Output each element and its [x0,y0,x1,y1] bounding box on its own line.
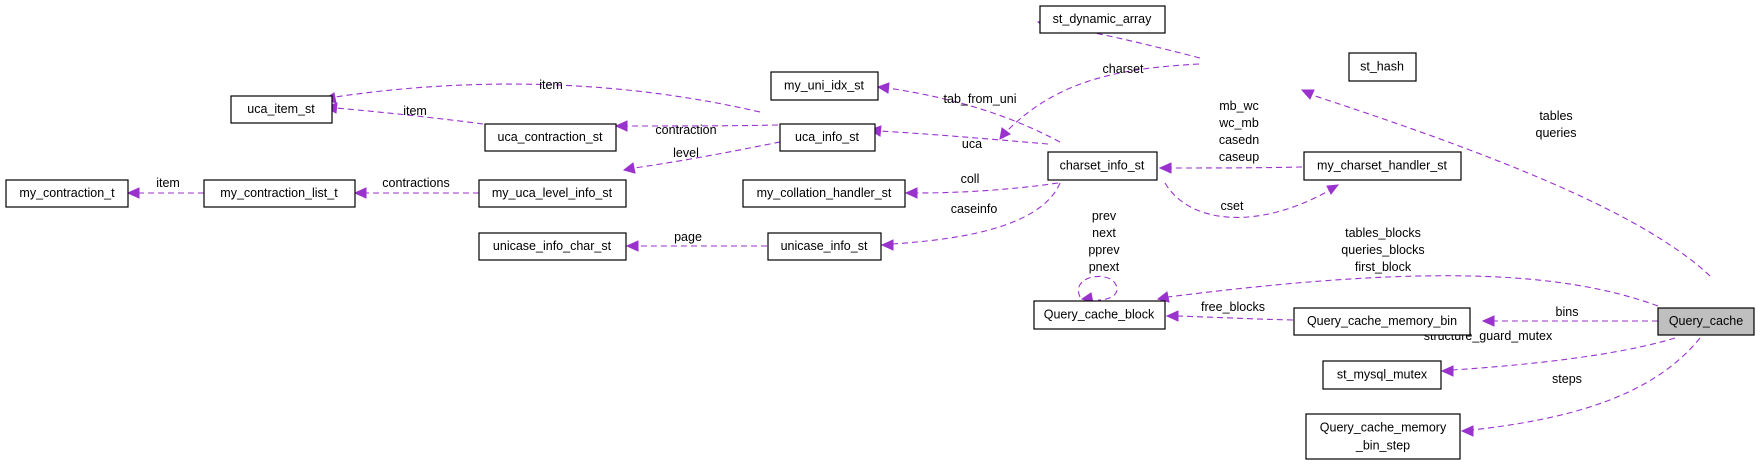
node-st-dynamic-array[interactable]: st_dynamic_array [1039,5,1166,34]
nodes: st_dynamic_array st_hash uca_item_st my_… [5,5,1755,460]
svg-text:uca_info_st: uca_info_st [795,130,859,144]
edge-structure-guard-mutex [1440,337,1676,377]
node-query-cache-block[interactable]: Query_cache_block [1033,300,1166,330]
edge-tab-from-uni [876,82,1061,143]
label-tab-from-uni: tab_from_uni [944,92,1017,106]
node-unicase-info-char-st[interactable]: unicase_info_char_st [478,232,627,261]
label-prev: prev [1092,209,1117,223]
edge-uca [868,125,1049,145]
svg-text:unicase_info_char_st: unicase_info_char_st [493,239,612,253]
edge-coll [904,182,1059,199]
edge-page [625,240,768,252]
label-queries-blocks: queries_blocks [1341,243,1424,257]
label-caseinfo: caseinfo [951,202,998,216]
edge-contraction [614,120,779,132]
label-mb-wc: mb_wc [1219,99,1259,113]
label-tables: tables [1539,109,1572,123]
label-first-block: first_block [1355,260,1412,274]
label-bins: bins [1556,305,1579,319]
edge-caseinfo [880,182,1061,251]
node-st-hash[interactable]: st_hash [1348,52,1417,82]
label-queries: queries [1536,126,1577,140]
label-charset: charset [1103,62,1145,76]
label-cset: cset [1221,199,1244,213]
edge-self-loop [1077,276,1118,304]
label-pnext: pnext [1089,260,1120,274]
svg-text:charset_info_st: charset_info_st [1060,158,1145,172]
node-uca-info-st[interactable]: uca_info_st [779,123,876,152]
label-steps: steps [1552,372,1582,386]
node-uca-item-st[interactable]: uca_item_st [230,95,333,124]
node-uca-contraction-st[interactable]: uca_contraction_st [484,123,617,152]
edge-item-contraction [126,187,204,199]
label-level: level [673,146,699,160]
svg-text:Query_cache: Query_cache [1669,314,1743,328]
label-free-blocks: free_blocks [1201,300,1265,314]
node-query-cache-memory-bin[interactable]: Query_cache_memory_bin [1293,307,1471,336]
edge-steps [1460,337,1701,437]
edge-charset [999,63,1200,140]
svg-text:my_uca_level_info_st: my_uca_level_info_st [492,186,613,200]
label-contractions: contractions [382,176,449,190]
edge-cset [1164,182,1340,218]
node-unicase-info-st[interactable]: unicase_info_st [767,232,882,261]
svg-text:my_contraction_t: my_contraction_t [19,186,115,200]
label-uca: uca [962,137,982,151]
svg-text:my_charset_handler_st: my_charset_handler_st [1317,158,1447,172]
label-coll: coll [961,172,980,186]
node-my-uca-level-info-st[interactable]: my_uca_level_info_st [478,179,627,208]
node-my-contraction-list-t[interactable]: my_contraction_list_t [203,179,356,208]
node-st-mysql-mutex[interactable]: st_mysql_mutex [1322,360,1442,390]
edge-bins [1481,315,1658,327]
svg-text:my_uni_idx_st: my_uni_idx_st [784,78,864,92]
label-page: page [674,230,702,244]
node-my-uni-idx-st[interactable]: my_uni_idx_st [770,71,879,101]
edge-mbwc-casefns [1158,162,1303,174]
svg-text:st_mysql_mutex: st_mysql_mutex [1337,367,1428,381]
svg-text:st_hash: st_hash [1360,59,1404,73]
edge-contractions [353,187,479,199]
svg-text:Query_cache_memory: Query_cache_memory [1320,420,1447,434]
label-item-second: item [403,104,427,118]
label-next: next [1092,226,1116,240]
label-item-contraction: item [156,176,180,190]
label-wc-mb: wc_mb [1218,116,1259,130]
label-pprev: pprev [1088,243,1120,257]
edge-level [622,137,801,174]
svg-text:my_contraction_list_t: my_contraction_list_t [220,186,338,200]
edge-labels: array charset tables queries item item t… [156,20,1582,386]
node-charset-info-st[interactable]: charset_info_st [1047,151,1158,181]
edges [126,18,1711,437]
label-caseup: caseup [1219,150,1259,164]
label-contraction: contraction [655,123,716,137]
svg-text:uca_item_st: uca_item_st [247,102,315,116]
svg-text:uca_contraction_st: uca_contraction_st [498,130,603,144]
svg-text:Query_cache_memory_bin: Query_cache_memory_bin [1307,314,1457,328]
edge-tables-queries [1300,89,1711,277]
node-my-contraction-t[interactable]: my_contraction_t [5,179,129,208]
edge-free-blocks [1165,310,1294,322]
node-my-charset-handler-st[interactable]: my_charset_handler_st [1303,151,1462,181]
svg-text:st_dynamic_array: st_dynamic_array [1053,12,1152,26]
label-item-top: item [539,78,563,92]
svg-text:_bin_step: _bin_step [1355,438,1410,452]
label-casedn: casedn [1219,133,1259,147]
node-query-cache-memory-bin-step[interactable]: Query_cache_memory _bin_step [1305,413,1461,460]
svg-text:my_collation_handler_st: my_collation_handler_st [757,186,892,200]
node-query-cache[interactable]: Query_cache [1657,307,1755,336]
node-my-collation-handler-st[interactable]: my_collation_handler_st [742,179,906,208]
label-tables-blocks: tables_blocks [1345,226,1421,240]
svg-text:Query_cache_block: Query_cache_block [1044,307,1155,321]
svg-text:unicase_info_st: unicase_info_st [781,239,868,253]
